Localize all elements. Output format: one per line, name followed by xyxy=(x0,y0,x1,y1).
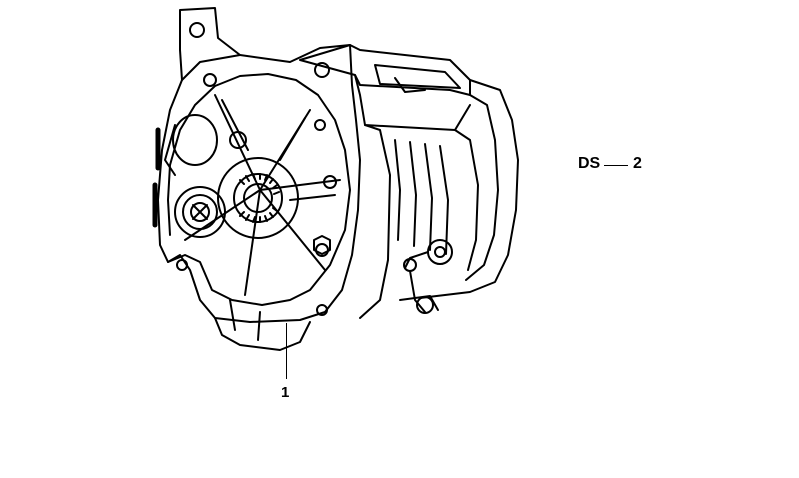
side-slots xyxy=(152,127,161,228)
leader-line-part-2 xyxy=(604,165,628,166)
callout-part-2: 2 xyxy=(633,155,642,172)
output-cap xyxy=(174,186,226,238)
shift-lever xyxy=(399,239,453,314)
leader-line-part-1 xyxy=(286,323,287,379)
upper-boss xyxy=(164,114,218,176)
callout-ds-code: DS xyxy=(578,155,601,172)
input-shaft xyxy=(217,157,299,239)
callout-part-1: 1 xyxy=(281,384,290,401)
gearbox-casing xyxy=(299,44,519,319)
hex-bolt xyxy=(313,235,331,255)
mounting-holes xyxy=(176,22,337,316)
